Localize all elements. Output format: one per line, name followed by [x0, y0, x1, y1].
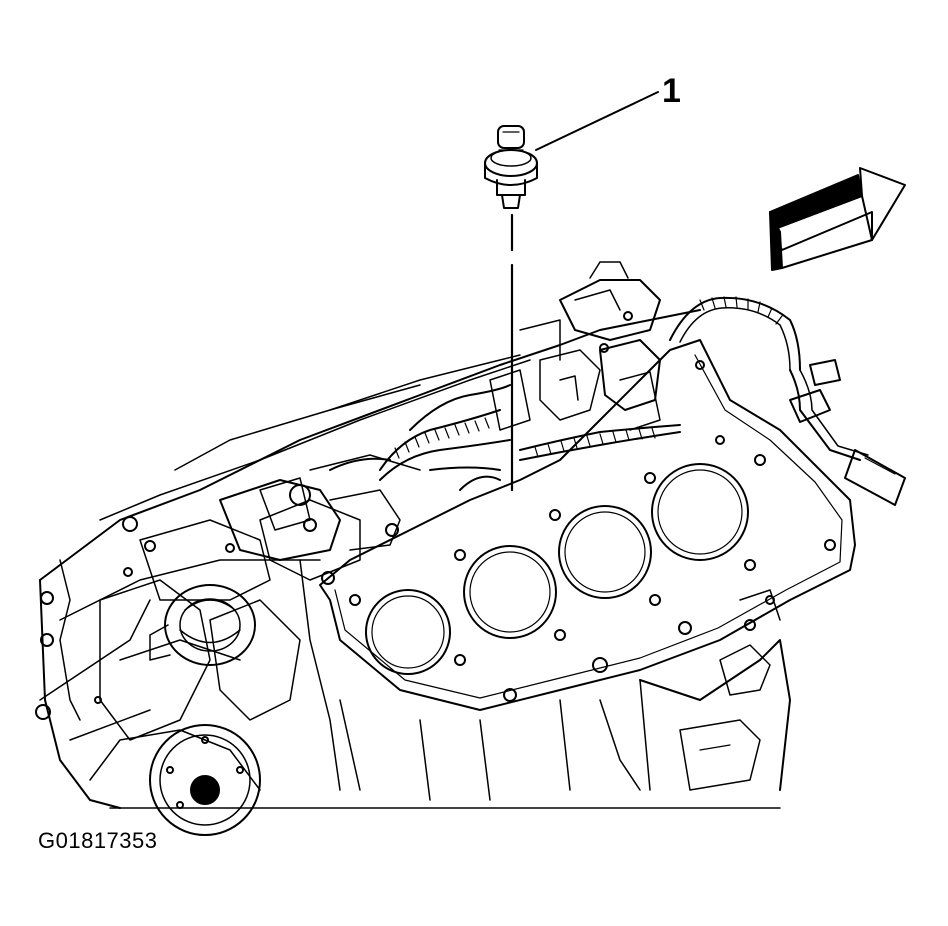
lower-block — [109, 589, 791, 809]
callout-leader — [535, 91, 659, 151]
direction-arrow-icon — [769, 167, 906, 271]
callout-number-1: 1 — [662, 72, 681, 110]
wiring-harness — [329, 384, 681, 491]
figure-id: G01817353 — [38, 828, 158, 853]
water-pump — [149, 584, 256, 666]
starter-motor — [219, 454, 421, 585]
upper-components — [489, 261, 661, 431]
head-gasket — [319, 339, 856, 711]
sensor-icon — [484, 125, 538, 209]
crankshaft-pulley — [149, 724, 261, 836]
engine-block — [35, 309, 701, 809]
sensor-harness — [669, 296, 906, 506]
